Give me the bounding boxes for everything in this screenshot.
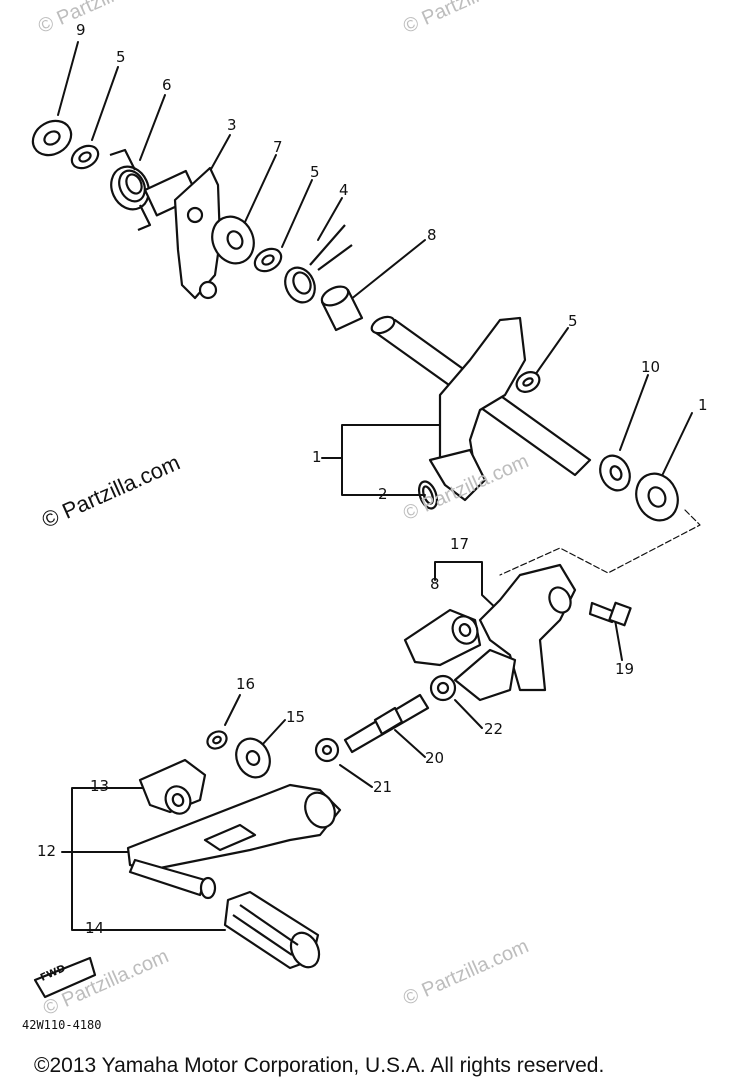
copyright-notice: ©2013 Yamaha Motor Corporation, U.S.A. A… [34, 1054, 605, 1077]
callout-17: 17 [450, 535, 470, 553]
leader-22 [454, 699, 483, 729]
bracket-1 [341, 424, 441, 496]
callout-2: 2 [378, 485, 388, 503]
callout-5b: 5 [310, 163, 320, 181]
leader-8a [349, 239, 426, 301]
leader-5a [91, 66, 119, 141]
callout-15: 15 [286, 708, 306, 726]
callout-10: 10 [641, 358, 661, 376]
bolt-19 [588, 601, 632, 627]
joint-13 [138, 758, 207, 815]
circlip-5c [515, 371, 541, 393]
callout-7: 7 [273, 138, 283, 156]
callout-19: 19 [615, 660, 635, 678]
collar-8 [320, 285, 364, 332]
callout-21: 21 [373, 778, 393, 796]
callout-8b: 8 [430, 575, 440, 593]
callout-3: 3 [227, 116, 237, 134]
leader-19 [614, 619, 623, 661]
shift-shaft-1 [370, 315, 592, 502]
rod-20 [343, 693, 430, 754]
leader-16 [224, 694, 241, 726]
nut-21 [314, 737, 340, 763]
figure-code: 42W110-4180 [22, 1018, 102, 1032]
leader-10 [619, 374, 649, 451]
joint-8b [403, 608, 482, 667]
washer-10 [599, 454, 631, 492]
leader-6 [139, 94, 166, 161]
leader-7 [244, 154, 277, 223]
circlip-5a [70, 144, 100, 170]
leader-21 [339, 764, 373, 788]
callout-22: 22 [484, 720, 504, 738]
shift-link-17 [453, 563, 577, 702]
spring-6 [109, 148, 152, 232]
leader-11 [659, 412, 693, 481]
shift-arm-3 [143, 166, 222, 300]
washer-9 [31, 119, 73, 157]
shift-pedal-12 [126, 783, 342, 900]
callout-5a: 5 [116, 48, 126, 66]
washer-15 [235, 737, 271, 779]
nut-22 [429, 674, 457, 702]
callout-4: 4 [339, 181, 349, 199]
callout-14: 14 [85, 919, 105, 937]
leader-20 [394, 729, 426, 758]
callout-13: 13 [90, 777, 110, 795]
leader-15 [261, 719, 286, 746]
callout-20: 20 [425, 749, 445, 767]
callout-12: 12 [37, 842, 57, 860]
callout-8a: 8 [427, 226, 437, 244]
oil-seal-11 [635, 472, 679, 522]
washer-7 [211, 215, 255, 265]
callout-1: 1 [312, 448, 322, 466]
callout-6: 6 [162, 76, 172, 94]
callout-9: 9 [76, 21, 86, 39]
callout-5c: 5 [568, 312, 578, 330]
callout-11: 1 [698, 396, 708, 414]
bracket-17 [434, 561, 501, 613]
callout-16: 16 [236, 675, 256, 693]
connection-line [499, 509, 701, 576]
circlip-5b [253, 247, 283, 273]
pedal-rubber-14 [223, 890, 321, 970]
leader-5b [281, 179, 313, 248]
leader-5c [534, 327, 569, 376]
spring-2 [417, 480, 439, 510]
leader-9 [57, 41, 79, 116]
leader-4 [317, 197, 343, 241]
circlip-16 [206, 730, 228, 750]
fwd-arrow-icon [33, 956, 97, 999]
spring-4 [284, 224, 353, 304]
